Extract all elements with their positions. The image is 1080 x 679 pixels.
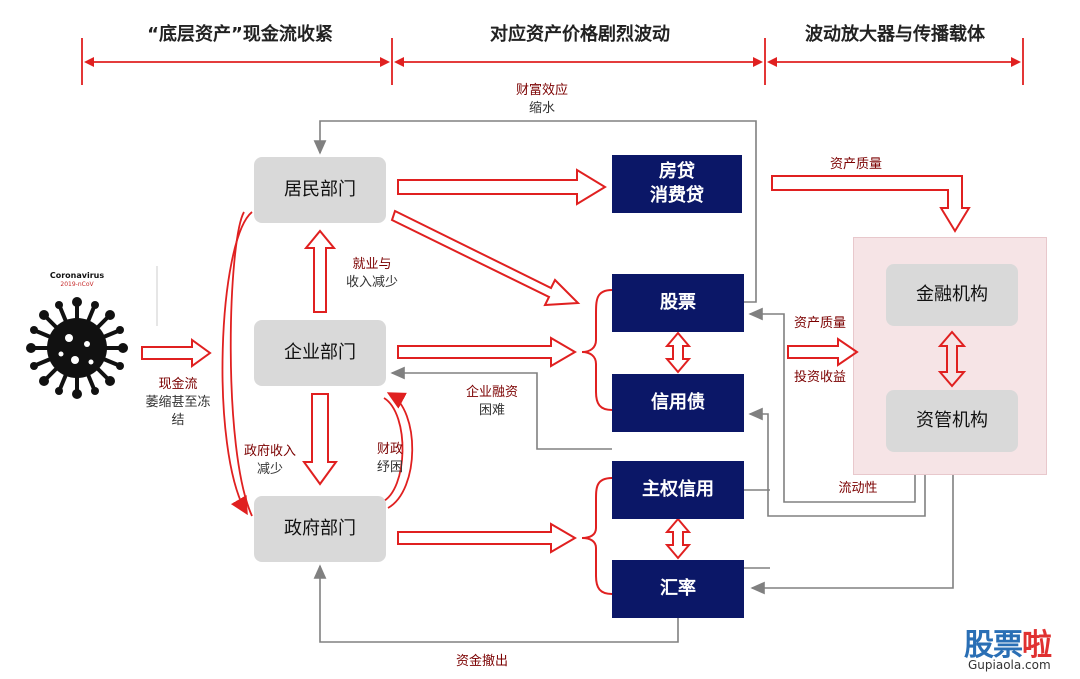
virus-caption: 现金流 萎缩甚至冻 结 [128, 376, 228, 431]
braces [581, 289, 613, 595]
exchange-rate-node: 汇率 [612, 560, 744, 618]
curved-flows [221, 211, 414, 517]
header-stage2: 对应资产价格剧烈波动 [490, 24, 670, 45]
coronavirus-icon [26, 297, 128, 399]
header-stage3: 波动放大器与传播载体 [805, 24, 985, 45]
mortgage-label: 房贷 [659, 160, 695, 182]
header-stage1: “底层资产”现金流收紧 [147, 24, 333, 45]
asset-quality-mid-label: 资产质量 [793, 316, 846, 331]
connectors [313, 120, 954, 643]
asset-quality-top-label: 资产质量 [829, 157, 882, 172]
header-span-arrows [81, 38, 1024, 85]
household-sector: 居民部门 [254, 157, 386, 223]
watermark-url: Gupiaola.com [968, 658, 1051, 672]
corp-financing-line1: 企业融资 [465, 385, 518, 400]
capital-outflow-label: 资金撤出 [455, 654, 508, 669]
financial-institutions-node: 金融机构 [886, 264, 1018, 326]
watermark-logo: 股票啦 [964, 620, 1052, 664]
corp-financing-line2: 困难 [478, 403, 505, 419]
stocks-node: 股票 [612, 274, 744, 332]
corp-financing-label: 企业融资 困难 [452, 384, 532, 420]
wealth-effect-line1: 财富效应 [515, 83, 568, 98]
sovereign-credit-node: 主权信用 [612, 461, 744, 519]
wealth-effect-label: 财富效应 缩水 [502, 82, 582, 118]
credit-bonds-node: 信用债 [612, 374, 744, 432]
investment-return-label: 投资收益 [793, 370, 846, 385]
virus-caption-line2: 萎缩甚至冻 [145, 395, 211, 411]
asset-management-node: 资管机构 [886, 390, 1018, 452]
enterprise-sector: 企业部门 [254, 320, 386, 386]
wealth-effect-line2: 缩水 [528, 101, 555, 117]
gov-revenue-line2: 减少 [256, 462, 283, 478]
employment-line2: 收入减少 [345, 275, 398, 291]
watermark-brand-a: 股票 [964, 628, 1023, 663]
government-sector: 政府部门 [254, 496, 386, 562]
employment-income-label: 就业与 收入减少 [334, 256, 410, 292]
gov-revenue-label: 政府收入 减少 [232, 443, 308, 479]
consumer-loan-label: 消费贷 [650, 185, 704, 206]
virus-caption-line3: 结 [171, 413, 185, 429]
virus-subtitle: 2019-nCoV [60, 281, 94, 288]
liquidity-label: 流动性 [838, 481, 878, 496]
mortgage-consumer-loan-node: 房贷 消费贷 [612, 155, 742, 213]
watermark-brand-b: 啦 [1022, 628, 1052, 663]
employment-line1: 就业与 [352, 257, 392, 272]
fiscal-relief-label: 财政 纾困 [360, 441, 420, 477]
virus-caption-line1: 现金流 [158, 377, 198, 392]
gov-revenue-line1: 政府收入 [243, 444, 296, 459]
fiscal-line2: 纾困 [376, 460, 403, 476]
virus-title: Coronavirus [49, 271, 105, 280]
fiscal-line1: 财政 [376, 442, 403, 457]
flow-arrows [141, 168, 971, 560]
